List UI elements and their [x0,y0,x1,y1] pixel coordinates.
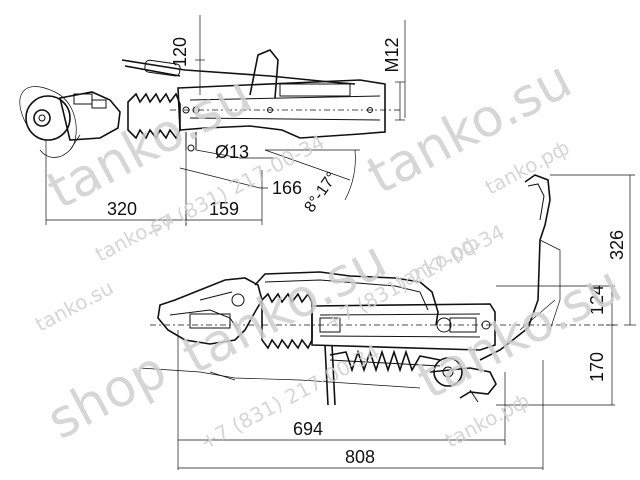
watermark-brand-small-1: tanko.su [31,275,117,336]
watermark-shop: shop [38,340,176,452]
dim-120: 120 [170,37,190,67]
dim-808: 808 [345,447,375,467]
dim-124: 124 [587,285,607,315]
side-view [139,174,636,470]
dim-170: 170 [587,352,607,382]
dim-320: 320 [107,199,137,219]
watermark-brand-4: tanko.su [408,255,631,412]
dim-166: 166 [272,178,302,198]
dim-d13: Ø13 [215,142,249,162]
dim-694: 694 [293,419,323,439]
dim-angle: 8°-17° [301,169,341,215]
dim-159: 159 [209,199,239,219]
dim-m12: M12 [382,37,402,72]
watermark-layer: tanko.su tanko.su tanko.su tanko.su tank… [31,50,631,455]
dim-326: 326 [607,230,627,260]
top-view [19,15,406,226]
